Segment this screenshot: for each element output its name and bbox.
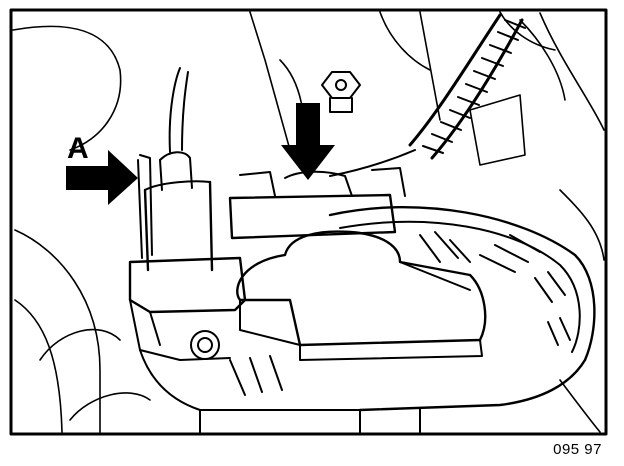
sensor-plug	[137, 67, 214, 272]
corrugated-hose	[408, 13, 526, 160]
background-contours	[12, 11, 605, 433]
wire-lead	[329, 149, 416, 177]
voltage-regulator	[228, 167, 406, 240]
callout-label-a: A	[67, 132, 89, 165]
arrow-down-pointer	[281, 103, 335, 180]
figure-code: 095 97	[553, 441, 602, 458]
mounting-bracket	[128, 256, 421, 433]
rear-cover	[236, 230, 487, 361]
arrow-a-pointer	[66, 150, 138, 205]
alternator-housing	[328, 206, 596, 412]
bolt-head	[321, 71, 361, 113]
frame-border	[9, 8, 608, 436]
